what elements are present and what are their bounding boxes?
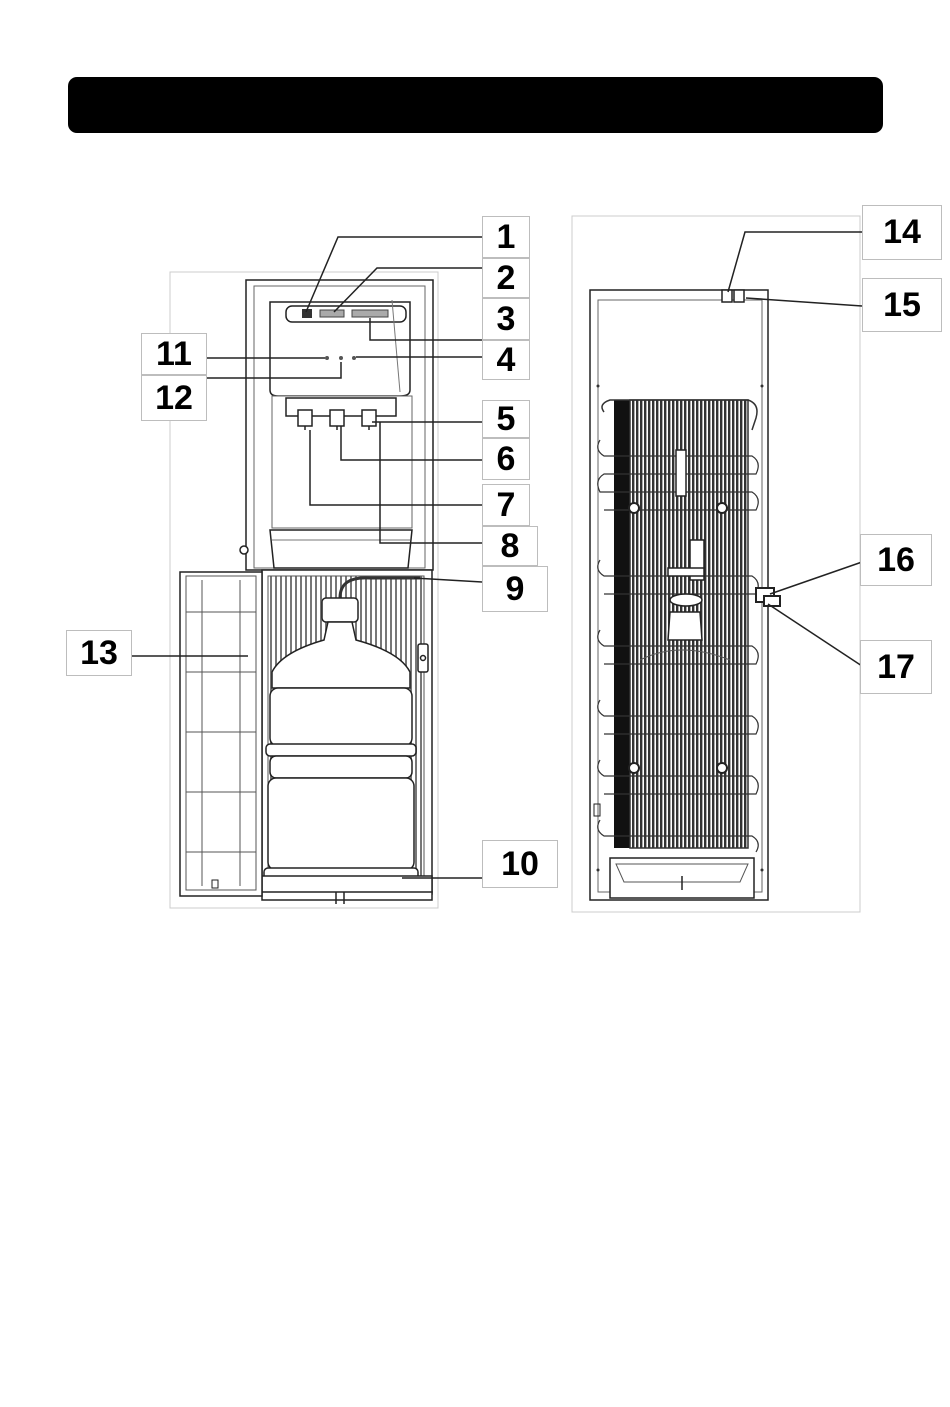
callout-17: 17	[860, 640, 932, 694]
callout-7: 7	[482, 484, 530, 526]
callout-6: 6	[482, 438, 530, 480]
callout-16: 16	[860, 534, 932, 586]
callout-5: 5	[482, 400, 530, 438]
callout-14: 14	[862, 205, 942, 260]
callout-4: 4	[482, 340, 530, 380]
callout-9: 9	[482, 566, 548, 612]
callout-8: 8	[482, 526, 538, 566]
callout-2: 2	[482, 258, 530, 298]
callout-10: 10	[482, 840, 558, 888]
front-view	[170, 272, 438, 908]
callout-13: 13	[66, 630, 132, 676]
callout-1: 1	[482, 216, 530, 258]
callout-12: 12	[141, 375, 207, 421]
rear-view	[572, 216, 860, 912]
callout-3: 3	[482, 298, 530, 340]
callout-11: 11	[141, 333, 207, 375]
callout-15: 15	[862, 278, 942, 332]
